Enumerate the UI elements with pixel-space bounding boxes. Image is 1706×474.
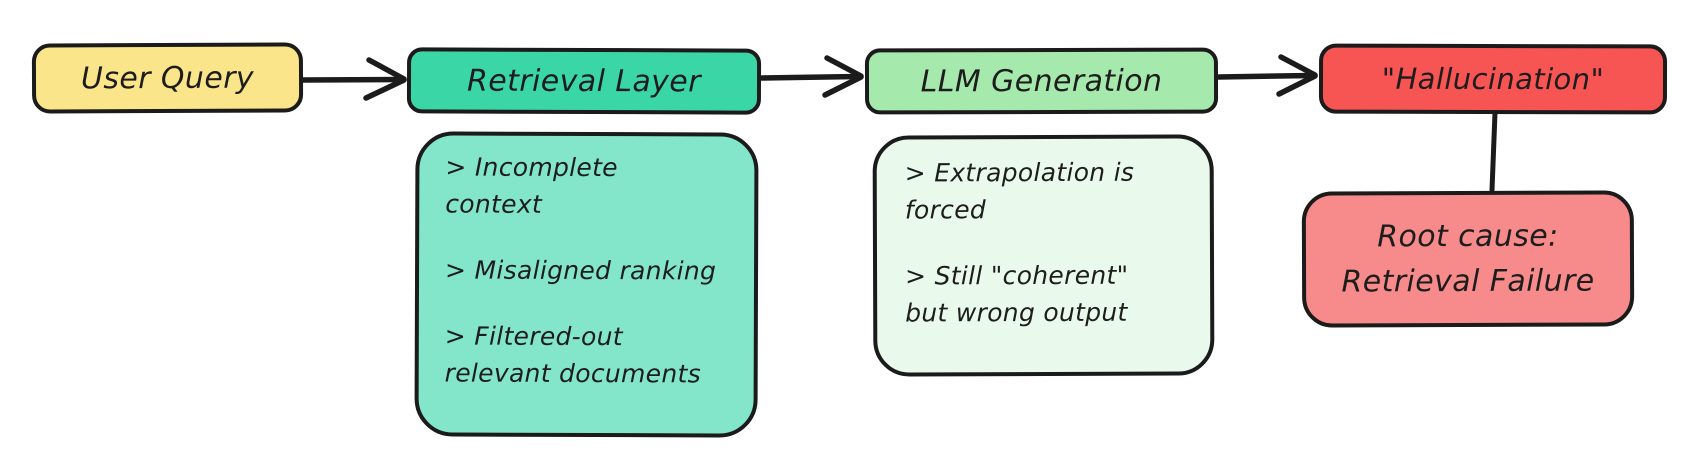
llm-issue-item: > Still "coherent" but wrong output bbox=[905, 260, 1129, 328]
node-retrieval-layer: Retrieval Layer bbox=[406, 47, 762, 115]
node-hallucination: "Hallucination" bbox=[1318, 43, 1668, 115]
node-user-query: User Query bbox=[31, 42, 304, 114]
llm-issue-item: > Extrapolation is forced bbox=[904, 157, 1135, 225]
node-root-cause: Root cause: Retrieval Failure bbox=[1301, 190, 1635, 328]
box-retrieval-issues: > Incomplete context > Misaligned rankin… bbox=[414, 131, 759, 438]
retrieval-issue-item: > Incomplete context bbox=[445, 152, 618, 219]
arrow-retrieval-to-llm-icon bbox=[759, 55, 864, 98]
retrieval-issue-item: > Filtered-out relevant documents bbox=[444, 321, 702, 389]
connector-hallucination-to-root-cause bbox=[1489, 110, 1498, 193]
arrow-user-query-to-retrieval-icon bbox=[299, 57, 407, 101]
arrow-llm-to-hallucination-icon bbox=[1216, 54, 1318, 97]
box-llm-issues: > Extrapolation is forced > Still "coher… bbox=[872, 134, 1215, 377]
node-llm-generation: LLM Generation bbox=[864, 47, 1219, 115]
retrieval-issue-item: > Misaligned ranking bbox=[444, 255, 717, 286]
